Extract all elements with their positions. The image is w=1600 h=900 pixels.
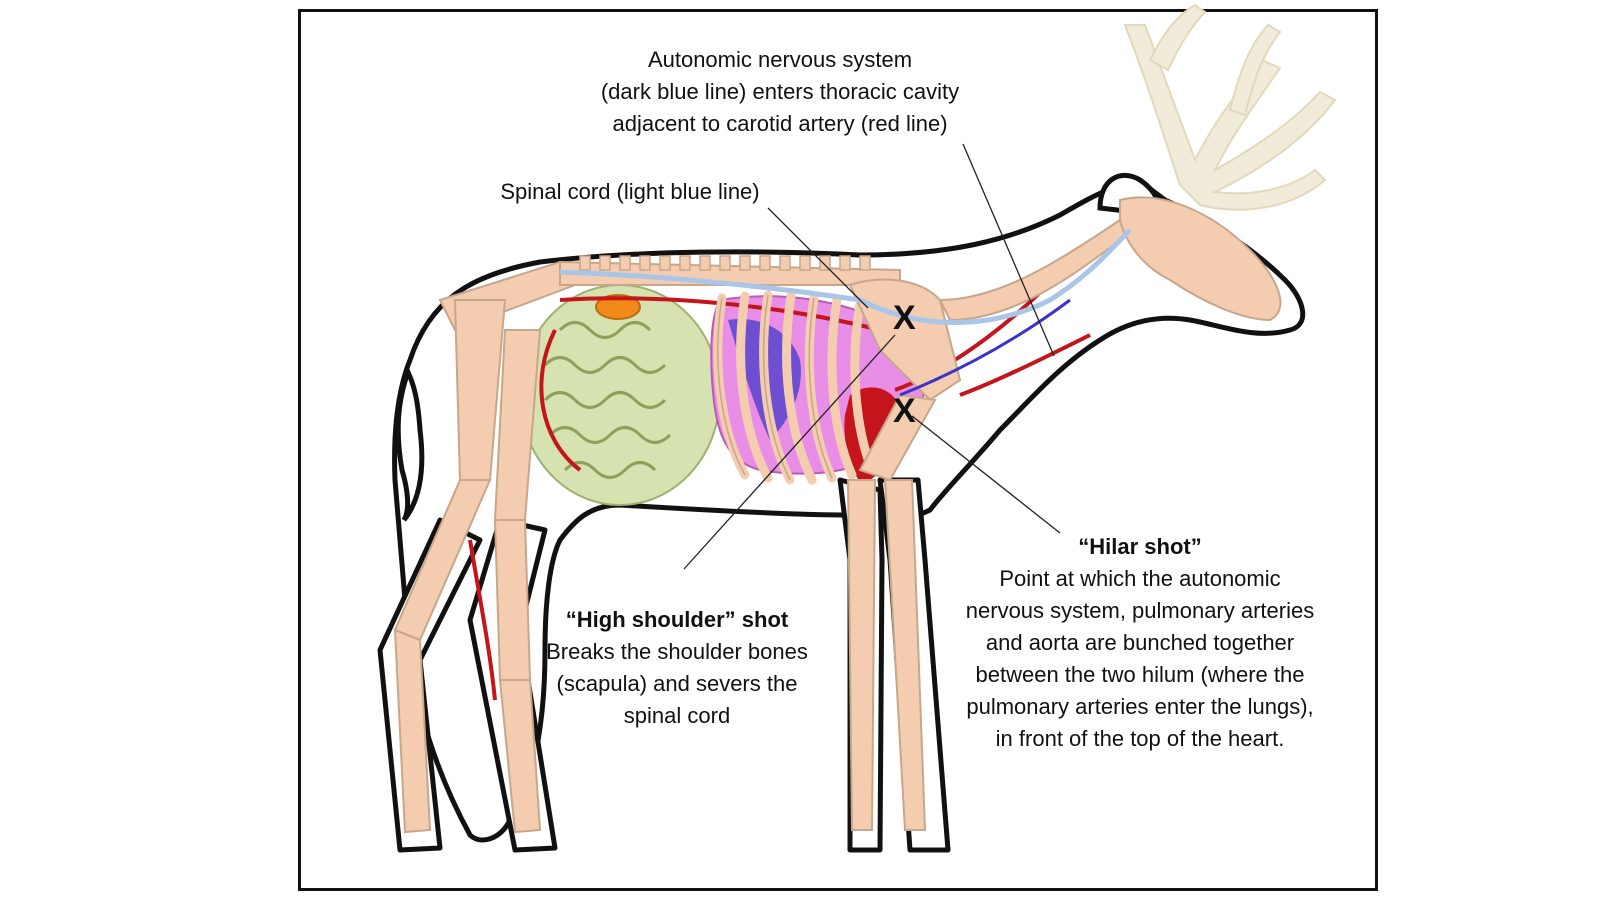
high-shoulder-line-2: (scapula) and severs the [556,671,798,696]
leader-spinal [767,207,869,309]
high-shoulder-annotation: “High shoulder” shot Breaks the shoulder… [518,604,836,732]
autonomic-line-1: Autonomic nervous system [647,47,913,72]
hilar-line-5: pulmonary arteries enter the lungs), [966,694,1314,719]
hilar-line-3: and aorta are bunched together [985,630,1295,655]
hilar-line-1: Point at which the autonomic [999,566,1281,591]
hilar-line-4: between the two hilum (where the [975,662,1305,687]
autonomic-line-3: adjacent to carotid artery (red line) [612,111,948,136]
leader-high-shoulder [683,334,896,570]
high-shoulder-line-3: spinal cord [623,703,731,728]
autonomic-annotation: Autonomic nervous system (dark blue line… [560,44,1000,140]
hilar-title: “Hilar shot” [1078,534,1202,559]
high-shoulder-title: “High shoulder” shot [565,607,789,632]
tail [395,365,425,522]
spinal-cord-annotation: Spinal cord (light blue line) [480,176,780,208]
leader-hilar [911,415,1061,534]
hilar-line-2: nervous system, pulmonary arteries [965,598,1315,623]
high-shoulder-line-1: Breaks the shoulder bones [546,639,808,664]
spinal-cord-label: Spinal cord (light blue line) [500,179,760,204]
skeleton [393,196,1282,834]
spinal-cord-line [559,228,1132,325]
leader-lines [683,143,1061,570]
vertebrae [579,255,871,271]
autonomic-nerve-line [899,298,1071,397]
liver [595,294,641,320]
hilar-annotation: “Hilar shot” Point at which the autonomi… [935,531,1345,755]
hilar-marker: X [893,392,916,430]
hilar-line-6: in front of the top of the heart. [995,726,1285,751]
autonomic-line-2: (dark blue line) enters thoracic cavity [600,79,960,104]
intestine-coils [543,321,672,479]
antlers [1123,3,1337,211]
high-shoulder-marker: X [893,299,916,337]
leader-autonomic [962,143,1055,357]
